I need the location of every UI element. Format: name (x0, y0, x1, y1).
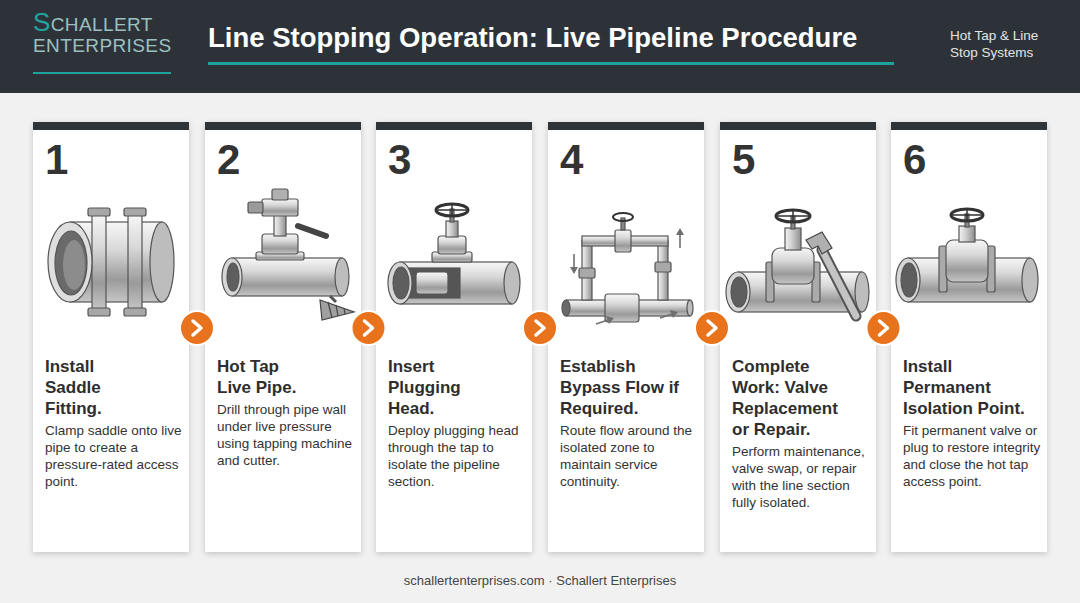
arrow-head (880, 321, 888, 335)
title-underline (208, 62, 894, 65)
arrow-head (536, 321, 544, 335)
step-description: Route flow around the isolated zone to m… (560, 422, 700, 490)
step-heading: Install Permanent Isolation Point. (903, 356, 1033, 419)
text-column: Hot Tap Live Pipe.Drill through pipe wal… (217, 356, 357, 469)
step-description: Drill through pipe wall under live press… (217, 401, 357, 469)
text-column: Establish Bypass Flow if Required.Route … (560, 356, 700, 490)
step-description: Perform maintenance, valve swap, or repa… (732, 443, 872, 511)
step-card: 6Install Permanent Isolation Point.Fit p… (891, 122, 1047, 552)
step-number: 4 (560, 138, 583, 182)
text-column: Complete Work: Valve Replacement or Repa… (732, 356, 872, 511)
text-column: Install Permanent Isolation Point.Fit pe… (903, 356, 1043, 490)
step-heading: Complete Work: Valve Replacement or Repa… (732, 356, 852, 440)
step-number: 5 (732, 138, 755, 182)
step-description: Fit permanent valve or plug to restore i… (903, 422, 1043, 490)
step-number: 6 (903, 138, 926, 182)
arrow-head (708, 321, 716, 335)
text-column: Insert Plugging Head.Deploy plugging hea… (388, 356, 528, 490)
text-column: Install Saddle Fitting.Clamp saddle onto… (45, 356, 185, 490)
connector-line (361, 327, 376, 329)
logo-underline (33, 72, 171, 74)
step-heading: Install Saddle Fitting. (45, 356, 145, 419)
step-heading: Hot Tap Live Pipe. (217, 356, 307, 398)
footer-caption: schallertenterprises.com · Schallert Ent… (0, 573, 1080, 589)
step-heading: Insert Plugging Head. (388, 356, 498, 419)
company-logo: SCHALLERT ENTERPRISES (33, 12, 179, 56)
step-card: 4Establish Bypass Flow if Required.Route… (548, 122, 704, 552)
step-description: Deploy plugging head through the tap to … (388, 422, 528, 490)
connector-line (704, 327, 720, 329)
connector-line (532, 327, 548, 329)
arrow-head (365, 321, 373, 335)
step-number: 1 (45, 138, 68, 182)
step-description: Clamp saddle onto live pipe to create a … (45, 422, 185, 490)
step-number: 3 (388, 138, 411, 182)
step-heading: Establish Bypass Flow if Required. (560, 356, 685, 419)
arrow-head (193, 321, 201, 335)
step-number: 2 (217, 138, 240, 182)
step-card: 1Install Saddle Fitting.Clamp saddle ont… (33, 122, 189, 552)
step-card: 5Complete Work: Valve Replacement or Rep… (720, 122, 876, 552)
connector-line (189, 327, 205, 329)
step-card: 2Hot Tap Live Pipe.Drill through pipe wa… (205, 122, 361, 552)
connector-line (876, 327, 891, 329)
header-tagline: Hot Tap & Line Stop Systems (950, 27, 1054, 61)
page-title: Line Stopping Operation: Live Pipeline P… (208, 21, 857, 55)
step-card: 3Insert Plugging Head.Deploy plugging he… (376, 122, 532, 552)
